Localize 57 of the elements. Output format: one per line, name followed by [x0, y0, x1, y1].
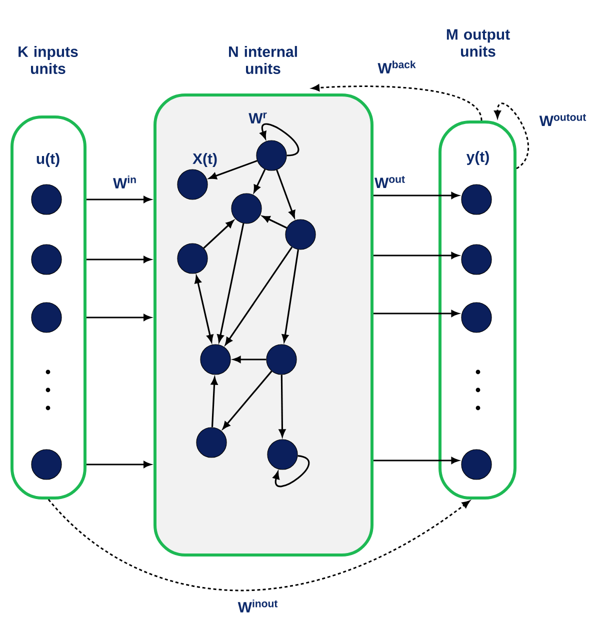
arrow [254, 168, 266, 193]
unit-circle [31, 449, 62, 480]
arrow [262, 216, 288, 229]
unit-circle [461, 449, 492, 480]
weight-label: W$^{r}$ [248, 112, 267, 124]
unit-circle [31, 184, 62, 215]
arrow [374, 192, 459, 199]
unit-circle [461, 244, 492, 275]
arrow [194, 276, 214, 342]
arrow [233, 356, 266, 363]
unit-circle [231, 193, 262, 224]
arrow [225, 246, 293, 346]
dashed-arrow [48, 498, 470, 591]
weight-label: W$^{out}$ [374, 174, 406, 190]
unit-circle [461, 184, 492, 215]
unit-circle [177, 243, 208, 274]
dashed-arrow [494, 102, 529, 170]
unit-circle [196, 427, 227, 458]
group-heading: N internal units [229, 46, 297, 74]
arrow [282, 250, 299, 342]
unit-circle [266, 344, 297, 375]
weight-label: W$^{back}$ [376, 60, 418, 74]
arrow [86, 196, 152, 203]
unit-circle [461, 302, 492, 333]
group-heading: M output units [446, 29, 510, 57]
arrow [86, 314, 152, 321]
arrow [208, 160, 258, 180]
weight-label: W$^{in}$ [112, 174, 138, 190]
unit-circle [31, 302, 62, 333]
self-loop-arrow [260, 123, 299, 156]
arrow [276, 170, 296, 218]
arrow [278, 374, 286, 437]
group-heading: K inputs units [18, 46, 78, 74]
unit-circle [31, 244, 62, 275]
arrow [217, 223, 244, 342]
unit-circle [177, 169, 208, 200]
arrow [374, 310, 459, 317]
weight-label: W$^{inout}$ [236, 598, 280, 614]
variable-label: X(t) [192, 153, 217, 167]
weight-label: W$^{outout}$ [538, 112, 588, 128]
dashed-arrow [312, 84, 482, 121]
reservoir-box [154, 94, 374, 556]
arrow [374, 457, 459, 464]
arrow [203, 220, 234, 249]
unit-circle [285, 219, 316, 250]
arrow [86, 461, 152, 468]
variable-label: y(t) [466, 151, 489, 165]
input-box [10, 116, 86, 500]
unit-circle [256, 140, 287, 171]
arrow [210, 377, 218, 428]
arrow [86, 256, 152, 263]
unit-circle [267, 439, 298, 470]
arrow [374, 252, 459, 259]
variable-label: u(t) [36, 153, 60, 167]
self-loop-arrow [272, 455, 310, 488]
arrow [222, 370, 272, 430]
unit-circle [200, 344, 231, 375]
